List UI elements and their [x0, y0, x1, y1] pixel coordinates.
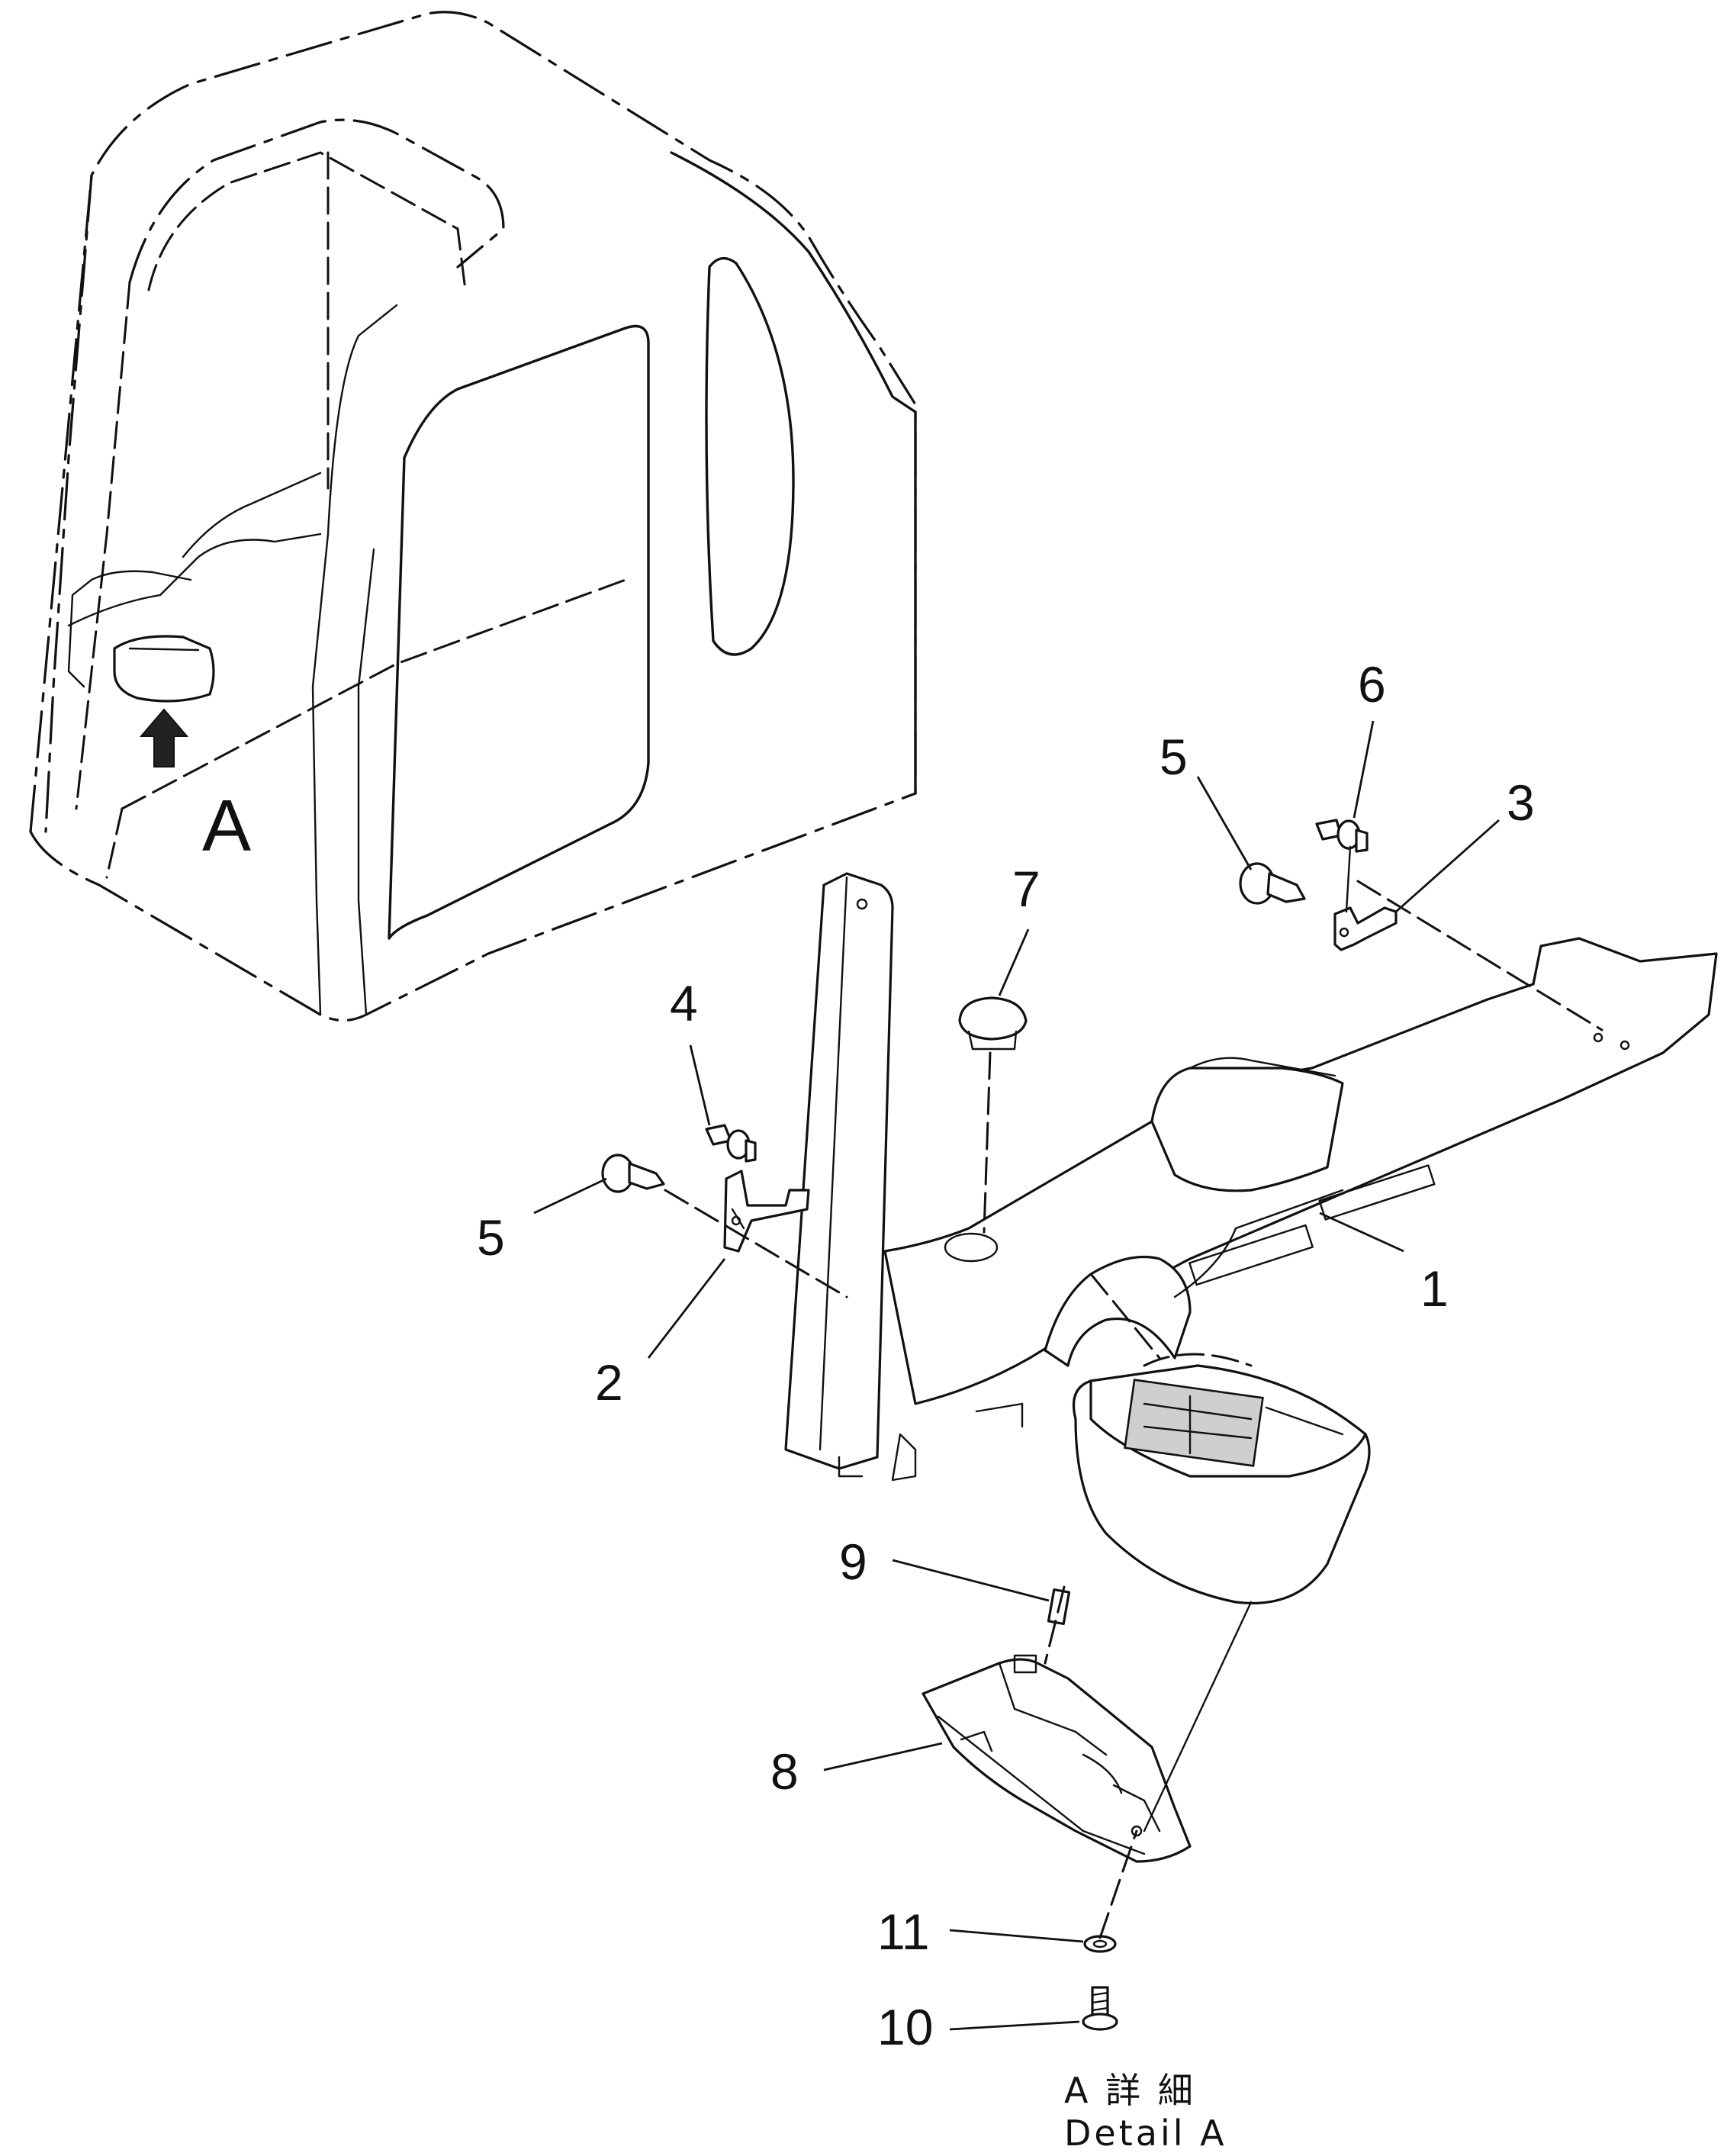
cap	[958, 996, 1028, 1234]
callout-5-right: 5	[1160, 729, 1188, 785]
monitor-mount-line	[1143, 1601, 1253, 1833]
callout-leaders	[533, 720, 1500, 2031]
callout-6: 6	[1358, 656, 1386, 713]
callout-10: 10	[877, 1999, 933, 2055]
callout-3: 3	[1507, 774, 1535, 831]
cab-outline	[29, 11, 917, 1022]
right-clip-bracket	[1333, 906, 1398, 951]
callout-9: 9	[839, 1533, 867, 1590]
callout-7: 7	[1012, 861, 1041, 917]
callout-8: 8	[770, 1743, 799, 1800]
view-arrow	[139, 708, 189, 767]
pin-axis	[1044, 1585, 1066, 1665]
bolt	[1082, 1986, 1118, 2031]
view-label: A	[202, 785, 251, 867]
right-screw	[1239, 862, 1306, 905]
callout-1: 1	[1420, 1260, 1449, 1317]
callout-11: 11	[877, 1903, 930, 1960]
console-panel	[784, 872, 1718, 1482]
monitor-unit	[1072, 1273, 1371, 1605]
caption-english: Detail A	[1064, 2113, 1227, 2154]
left-rivet	[705, 1124, 757, 1163]
bolt-axis	[1098, 1829, 1138, 1939]
callout-4: 4	[670, 975, 698, 1031]
caption-japanese: A 詳 細	[1064, 2070, 1196, 2111]
callout-2: 2	[595, 1354, 623, 1411]
left-screw	[601, 1154, 848, 1298]
right-rivet	[1315, 819, 1369, 913]
cover-bracket	[922, 1654, 1192, 1863]
left-clip-bracket	[723, 1170, 810, 1253]
callout-5-left: 5	[477, 1209, 505, 1266]
